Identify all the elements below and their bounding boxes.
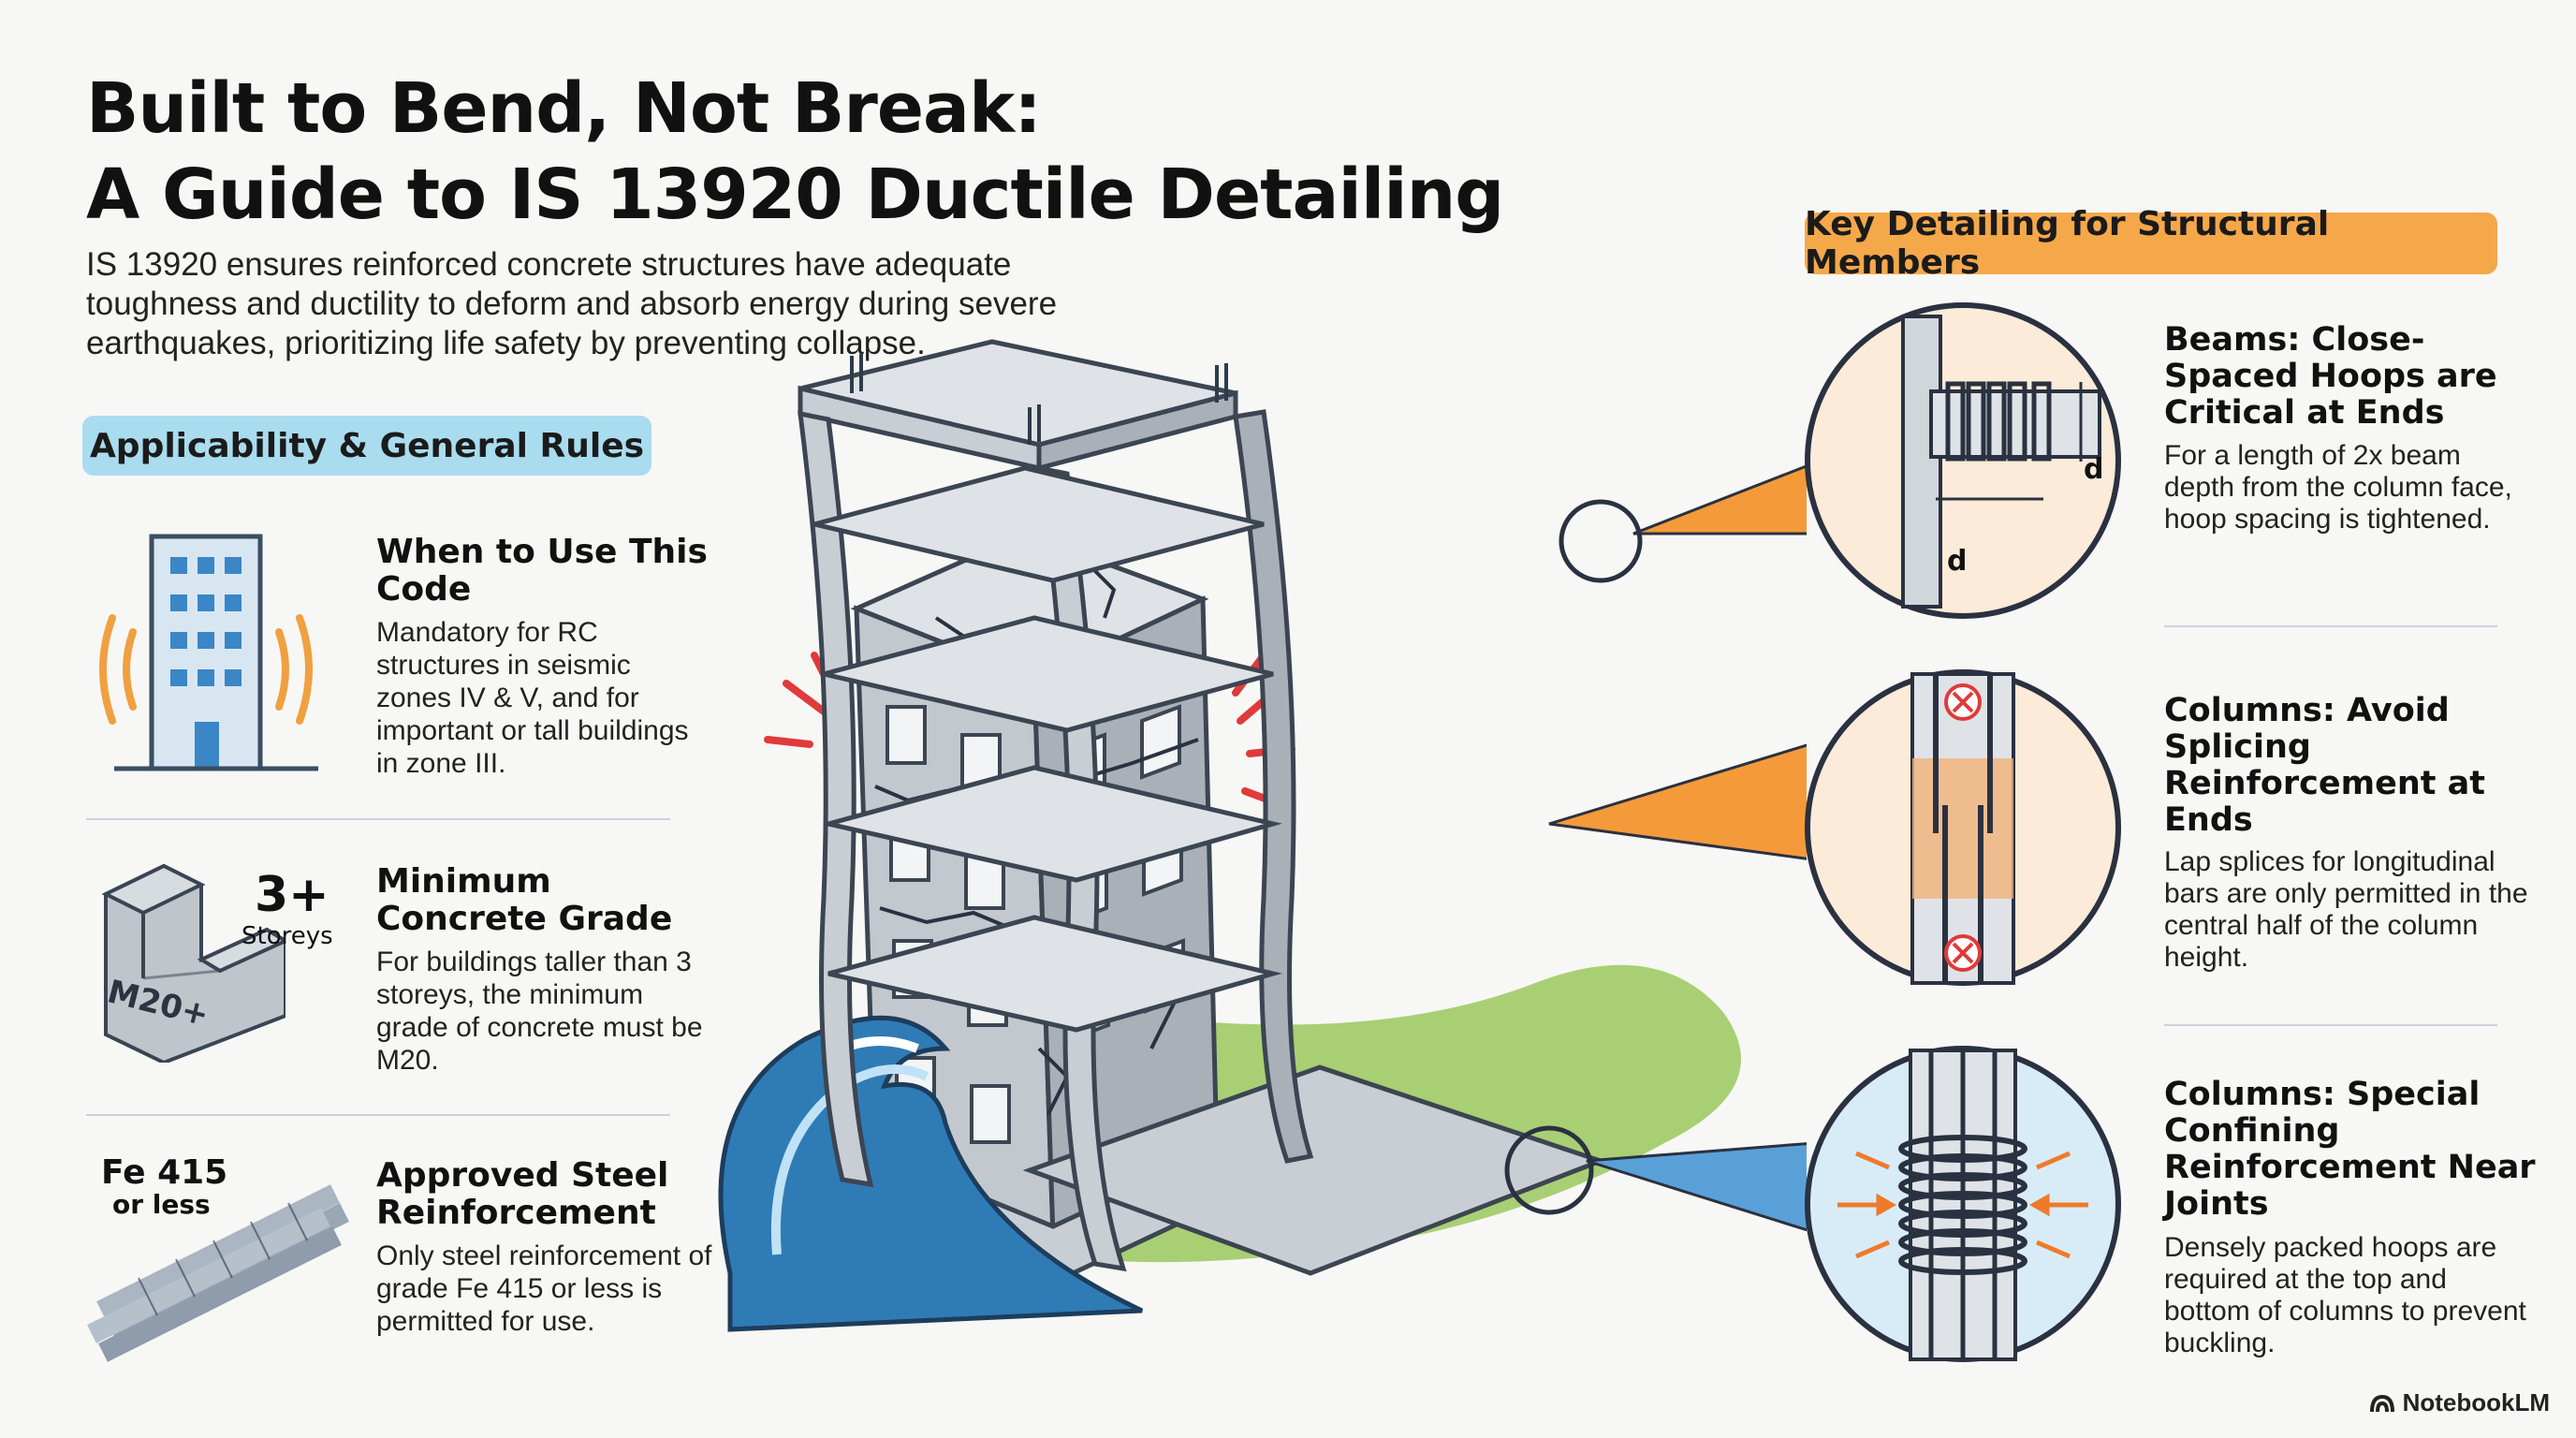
column-confining-title: Columns: Special Confining Reinforcement…: [2164, 1076, 2536, 1223]
rule-concrete-grade-text: For buildings taller than 3 storeys, the…: [376, 946, 703, 1076]
left-divider-1: [86, 818, 670, 820]
brand-name: NotebookLM: [2402, 1388, 2550, 1416]
column-splice-title: Columns: Avoid Splicing Reinforcement at…: [2164, 692, 2486, 839]
detailing-heading: Key Detailing for Structural Members: [1805, 205, 2497, 282]
intro-paragraph: IS 13920 ensures reinforced concrete str…: [86, 246, 1058, 361]
rule-steel-text: Only steel reinforcement of grade Fe 415…: [376, 1240, 712, 1337]
column-confinement-detail: [1805, 1046, 2121, 1362]
title-line-2: A Guide to IS 13920 Ductile Detailing: [86, 154, 1504, 235]
beam-depth-label: d: [2084, 453, 2104, 486]
storeys-number: 3+: [255, 867, 329, 923]
flexible-frame-illustration: [798, 339, 1608, 1276]
column-confining-text: Densely packed hoops are required at the…: [2164, 1232, 2526, 1358]
rule-concrete-grade-title: Minimum Concrete Grade: [376, 862, 673, 938]
column-splice-detail: [1805, 669, 2121, 986]
column-splice-text: Lap splices for longitudinal bars are on…: [2164, 846, 2528, 973]
rule-when-to-use-title: When to Use This Code: [376, 533, 708, 609]
storeys-label: Storeys: [242, 922, 333, 950]
right-divider-1: [2164, 625, 2497, 627]
rule-steel-title: Approved Steel Reinforcement: [376, 1156, 669, 1232]
notebooklm-logo-icon: [2369, 1394, 2394, 1412]
beam-hoops-detail: [1805, 302, 2121, 619]
title-line-1: Built to Bend, Not Break:: [86, 68, 1042, 149]
fe415-label: Fe 415: [101, 1153, 228, 1192]
rule-when-to-use-text: Mandatory for RC structures in seismic z…: [376, 617, 689, 779]
building-shaking-icon: [99, 534, 318, 771]
beam-detail-text: For a length of 2x beam depth from the c…: [2164, 440, 2512, 535]
beam-length-label: d: [1947, 545, 1968, 578]
concrete-block-icon: [101, 863, 285, 1063]
applicability-heading: Applicability & General Rules: [82, 416, 651, 476]
left-divider-2: [86, 1114, 670, 1116]
right-divider-2: [2164, 1024, 2497, 1026]
rebar-bundle-icon: [87, 1184, 349, 1362]
or-less-label: or less: [112, 1189, 211, 1220]
center-illustration: [718, 339, 1807, 1332]
page-title: Built to Bend, Not Break: A Guide to IS …: [86, 66, 1504, 238]
beam-detail-title: Beams: Close-Spaced Hoops are Critical a…: [2164, 321, 2497, 432]
brand-mark: NotebookLM: [2369, 1388, 2550, 1417]
